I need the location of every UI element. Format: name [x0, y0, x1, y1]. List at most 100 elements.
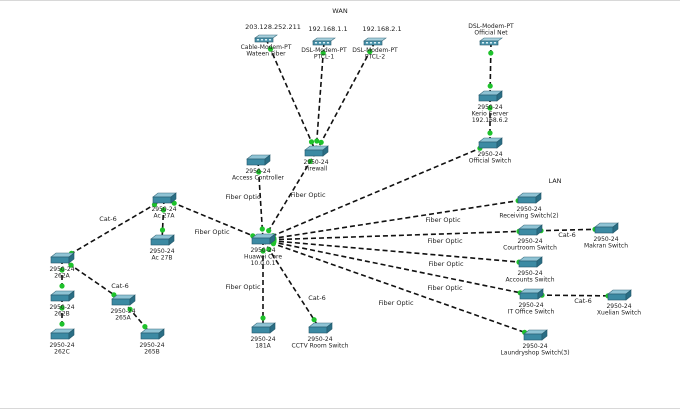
- switch-icon-front: [304, 149, 324, 157]
- device-label-s262b: 2950-24: [49, 304, 74, 311]
- device-label-s262c: 2950-24: [49, 342, 74, 349]
- link-core-itoffice: Fiber Optic: [262, 239, 532, 296]
- link-core-courtroom: Fiber Optic: [262, 228, 531, 245]
- switch-icon-side: [612, 222, 619, 234]
- device-label-ptcl2: DSL-Modem-PT: [352, 47, 398, 54]
- device-label-wateen: Cable-Modem-PT: [241, 44, 292, 51]
- device-label-ac27b: Ac 27B: [152, 255, 173, 262]
- link-line: [262, 198, 530, 241]
- switch-icon-front: [478, 141, 498, 149]
- link-status-dot: [308, 139, 315, 145]
- device-label-ptcl2: PTCL-2: [365, 54, 386, 61]
- link-status-dot: [151, 202, 158, 208]
- switch-icon-front: [518, 228, 538, 236]
- link-s262b-s262c: [59, 297, 65, 335]
- link-status-dot: [160, 207, 167, 213]
- modem-port: [269, 39, 271, 41]
- link-status-dot: [68, 262, 74, 268]
- device-label-ptcl1: DSL-Modem-PT: [301, 47, 347, 54]
- link-core-s181a: Fiber Optic: [225, 240, 266, 329]
- device-label-courtroom: 2950-24: [517, 238, 542, 245]
- link-label: Fiber Optic: [427, 284, 463, 292]
- device-label-core: 10.0.0.1: [251, 260, 276, 267]
- device-label-kerio: 2950-24: [477, 104, 502, 111]
- device-label-s265a: 2950-24: [110, 308, 135, 315]
- link-label: Fiber Optic: [225, 283, 261, 291]
- device-label-officialnet: Official Net: [474, 30, 508, 37]
- modem-port: [370, 42, 372, 44]
- switch-icon-front: [308, 326, 328, 334]
- link-status-dot: [256, 169, 262, 175]
- modem-port: [265, 39, 267, 41]
- switch-icon-front: [111, 298, 131, 306]
- link-label: Cat-6: [574, 297, 592, 305]
- link-label: Fiber Optic: [428, 260, 464, 268]
- device-label-official: Official Switch: [469, 158, 512, 165]
- switch-icon-side: [535, 192, 542, 204]
- device-label-ac27a: 2950-24: [151, 206, 176, 213]
- switch-icon-front: [594, 226, 614, 234]
- device-label-laundry: Laundryshop Switch(3): [500, 350, 569, 357]
- device-label-laundry: 2950-24: [522, 343, 547, 350]
- link-status-dot: [59, 267, 65, 273]
- link-status-dot: [318, 139, 324, 145]
- device-label-cctv: CCTV Room Switch: [292, 343, 349, 350]
- link-label: Cat-6: [558, 231, 576, 239]
- device-label-itoffice: IT Office Switch: [508, 309, 555, 316]
- device-label-s262b: 262B: [54, 311, 70, 318]
- switch-icon-front: [50, 294, 70, 302]
- modem-port: [490, 42, 492, 44]
- link-label: Fiber Optic: [425, 216, 461, 224]
- device-label-s262c: 262C: [54, 349, 70, 356]
- switch-icon-front: [251, 237, 271, 245]
- link-kerio-official: [487, 97, 493, 144]
- device-label-s262a: 262A: [54, 273, 70, 280]
- link-line: [262, 239, 321, 330]
- link-line: [315, 41, 325, 153]
- device-label-cctv: 2950-24: [307, 336, 332, 343]
- device-label-courtroom: Courtroom Switch: [503, 245, 557, 252]
- switch-icon-side: [269, 233, 276, 245]
- switch-icon-side: [496, 137, 503, 149]
- switch-icon-front: [607, 293, 627, 301]
- switch-icon-side: [68, 328, 75, 340]
- link-label: Cat-6: [99, 215, 117, 223]
- switch-icon-front: [246, 158, 266, 166]
- link-wateen-firewall: [265, 38, 317, 153]
- modem-port: [327, 42, 329, 44]
- switch-icon-side: [625, 289, 632, 301]
- switch-icon-side: [322, 145, 329, 157]
- device-label-accounts: Accounts Switch: [505, 277, 554, 284]
- modem-port: [319, 42, 321, 44]
- wan-region-label: WAN: [332, 7, 348, 15]
- switch-icon-front: [517, 196, 537, 204]
- device-label-s265b: 2950-24: [139, 342, 164, 349]
- modem-icon-top: [254, 34, 278, 39]
- link-officialnet-kerio: [487, 41, 494, 98]
